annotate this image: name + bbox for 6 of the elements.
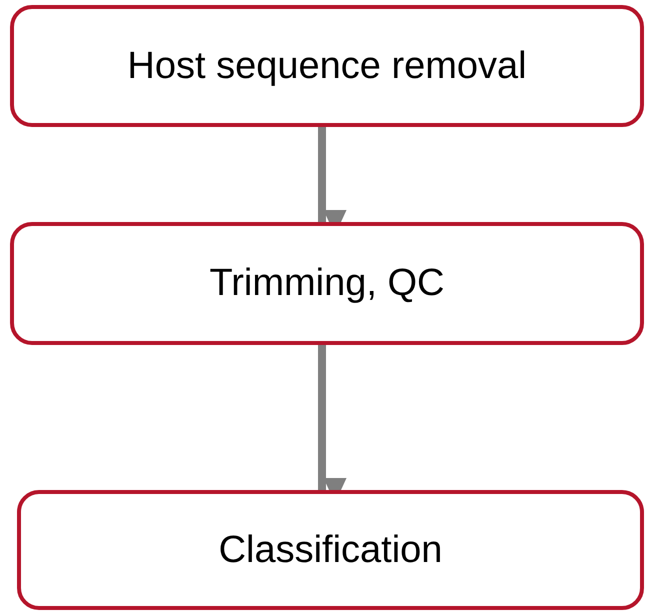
process-box	[10, 222, 644, 345]
process-box	[17, 490, 644, 610]
box-label: Classification	[218, 528, 442, 572]
box-label: Host sequence removal	[127, 44, 527, 88]
process-box	[10, 5, 644, 127]
box-label: Trimming, QC	[209, 262, 445, 305]
